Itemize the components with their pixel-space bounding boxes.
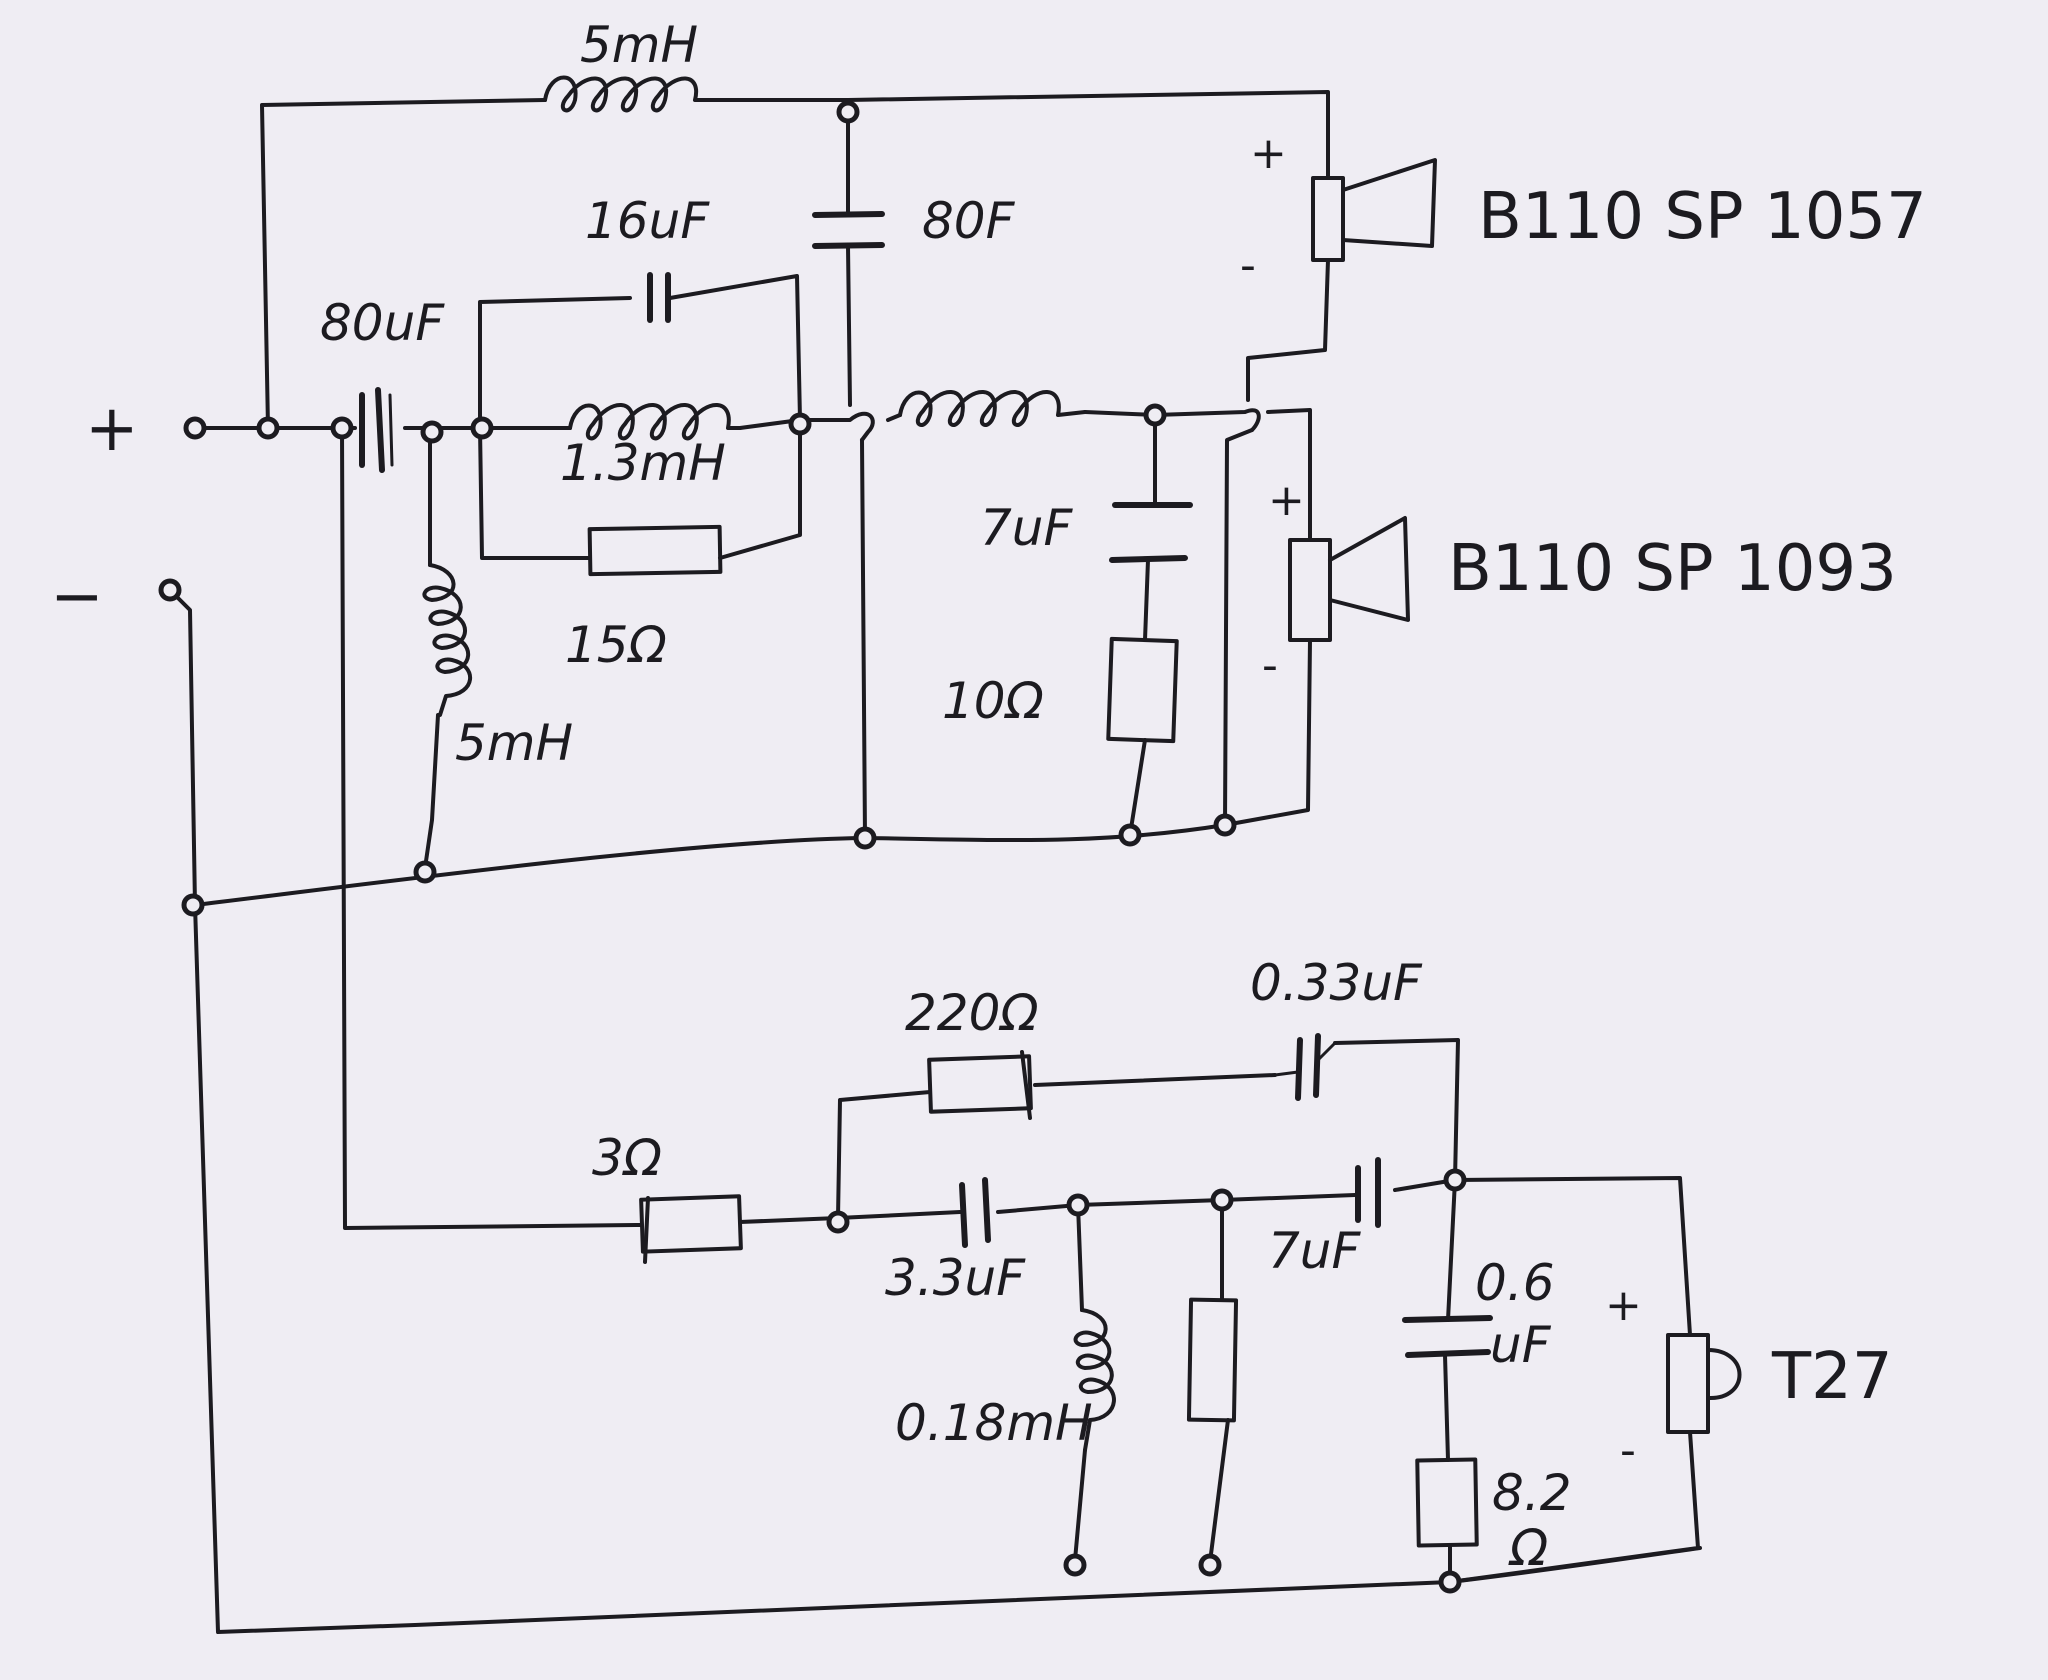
label-8-2: 8.2 — [1492, 1464, 1572, 1522]
junction-dots — [158, 100, 1467, 1594]
inductor-0-18mh — [1073, 1308, 1116, 1452]
label-80uf: 80uF — [320, 294, 445, 352]
resistor-220ohm — [927, 1054, 1033, 1114]
terminal-minus-node — [158, 578, 182, 602]
label-15ohm: 15Ω — [565, 616, 667, 674]
resistor-8-2ohm — [1415, 1457, 1479, 1548]
resistor-15ohm — [587, 524, 723, 577]
label-1-3mh: 1.3mH — [560, 434, 726, 492]
label-8-2-unit: Ω — [1508, 1519, 1548, 1577]
label-0-18mh: 0.18mH — [895, 1394, 1093, 1452]
capacitor-0-6uf — [1402, 1315, 1493, 1358]
label-10ohm: 10Ω — [942, 672, 1044, 730]
woofer-top-minus: - — [1240, 240, 1256, 291]
woofer-bottom-label: B110 SP 1093 — [1448, 532, 1897, 606]
speaker-b110-sp1093 — [1288, 516, 1410, 642]
label-5mh-shunt: 5mH — [455, 714, 573, 772]
label-3-3uf: 3.3uF — [885, 1249, 1026, 1307]
capacitor-7uf-lower — [1355, 1157, 1381, 1228]
tweeter-label: T27 — [1771, 1340, 1893, 1414]
terminal-plus-node — [183, 416, 207, 440]
capacitor-7uf-upper — [1109, 502, 1193, 563]
tweeter-plus: + — [1605, 1280, 1642, 1331]
wires — [170, 90, 1702, 1634]
label-0-6-unit: uF — [1490, 1316, 1552, 1374]
resistor-10ohm — [1106, 636, 1179, 744]
woofer-top-plus: + — [1250, 128, 1287, 179]
capacitor-0-33uf — [1273, 1033, 1337, 1101]
capacitor-80uf-series — [359, 387, 394, 473]
label-16uf: 16uF — [585, 192, 710, 250]
inductor-5mh-shunt — [422, 563, 472, 717]
inductor-series-mid — [898, 390, 1087, 427]
label-3ohm: 3Ω — [592, 1129, 662, 1187]
resistor-3ohm — [639, 1194, 743, 1254]
terminal-plus-label: + — [85, 392, 139, 466]
label-7uf-lower: 7uF — [1268, 1222, 1362, 1280]
speaker-t27 — [1666, 1333, 1742, 1434]
inductor-5mh-top — [543, 75, 712, 113]
terminal-minus-label: − — [50, 560, 104, 634]
inductor-1-3mh — [568, 403, 742, 441]
label-80f: 80F — [922, 192, 1016, 250]
label-0-33uf: 0.33uF — [1250, 954, 1423, 1012]
label-0-6: 0.6 — [1475, 1254, 1555, 1312]
speaker-b110-sp1057 — [1311, 158, 1437, 262]
capacitor-80f — [812, 211, 885, 249]
woofer-bottom-plus: + — [1268, 475, 1305, 526]
resistor-shunt-unlabeled — [1186, 1297, 1239, 1423]
woofer-top-label: B110 SP 1057 — [1478, 180, 1927, 254]
tweeter-minus: - — [1620, 1425, 1636, 1476]
label-220ohm: 220Ω — [905, 984, 1039, 1042]
capacitor-3-3uf — [959, 1177, 991, 1248]
capacitor-16uf — [647, 272, 671, 323]
woofer-bottom-minus: - — [1262, 640, 1278, 691]
label-5mh-top: 5mH — [580, 16, 698, 74]
label-7uf-upper: 7uF — [980, 499, 1074, 557]
